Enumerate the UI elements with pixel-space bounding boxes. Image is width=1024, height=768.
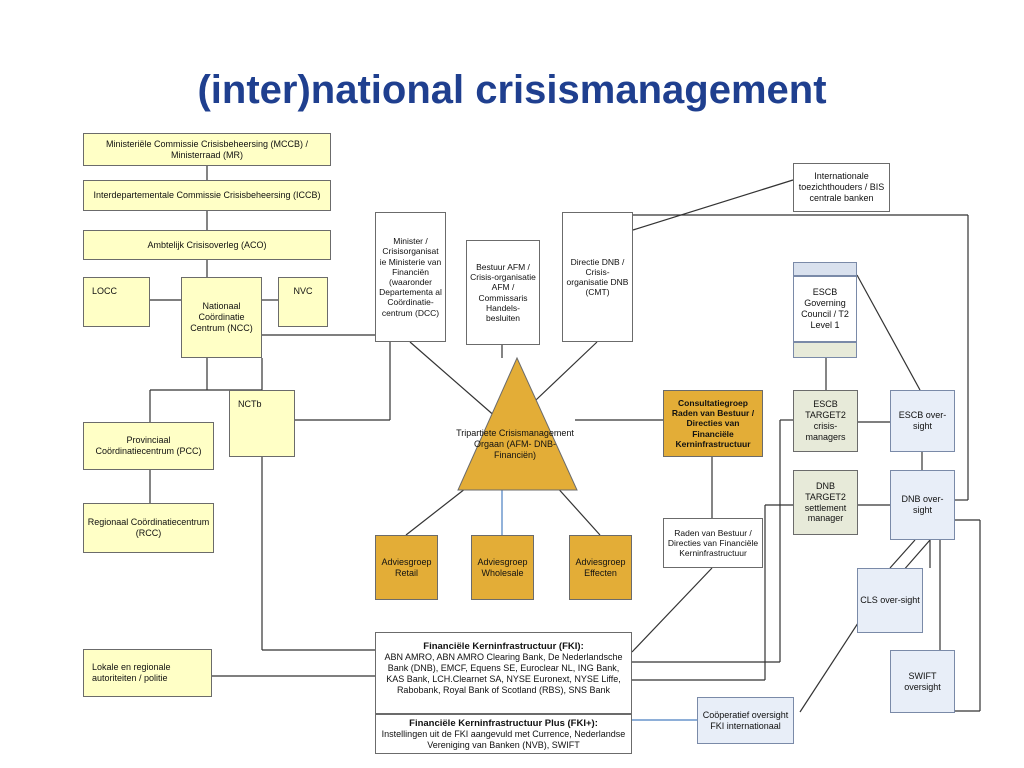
nvc-box: NVC (278, 277, 328, 327)
fki-plus-box: Financiële Kerninfrastructuur Plus (FKI+… (375, 714, 632, 754)
dnb-oversight-box: DNB over-sight (890, 470, 955, 540)
lokale-box: Lokale en regionale autoriteiten / polit… (83, 649, 212, 697)
fki-title: Financiële Kerninfrastructuur (FKI): (423, 641, 584, 652)
dnb-target2-box: DNB TARGET2 settlement manager (793, 470, 858, 535)
ncc-box: Nationaal Coördinatie Centrum (NCC) (181, 277, 262, 358)
nctb-box: NCTb (229, 390, 295, 457)
rcc-box: Regionaal Coördinatiecentrum (RCC) (83, 503, 214, 553)
bestuur-afm-box: Bestuur AFM / Crisis-organisatie AFM / C… (466, 240, 540, 345)
adviesgroep-wholesale-box: Adviesgroep Wholesale (471, 535, 534, 600)
escb-gc-header-band (793, 262, 857, 276)
mccb-box: Ministeriële Commissie Crisisbeheersing … (83, 133, 331, 166)
internationale-box: Internationale toezichthouders / BIS cen… (793, 163, 890, 212)
aco-box: Ambtelijk Crisisoverleg (ACO) (83, 230, 331, 260)
page-title: (inter)national crisismanagement (197, 68, 827, 112)
adviesgroep-effecten-box: Adviesgroep Effecten (569, 535, 632, 600)
pcc-box: Provinciaal Coördinatiecentrum (PCC) (83, 422, 214, 470)
raden-box: Raden van Bestuur / Directies van Financ… (663, 518, 763, 568)
tripartiete-triangle (457, 356, 578, 491)
fki-plus-body: Instellingen uit de FKI aangevuld met Cu… (381, 729, 626, 751)
iccb-box: Interdepartementale Commissie Crisisbehe… (83, 180, 331, 211)
fki-body: ABN AMRO, ABN AMRO Clearing Bank, De Ned… (384, 652, 623, 695)
consultatiegroep-box: Consultatiegroep Raden van Bestuur / Dir… (663, 390, 763, 457)
escb-gc-footer-band (793, 342, 857, 358)
escb-oversight-box: ESCB over-sight (890, 390, 955, 452)
directie-dnb-box: Directie DNB / Crisis-organisatie DNB (C… (562, 212, 633, 342)
escb-gc-box: ESCB Governing Council / T2 Level 1 (793, 276, 857, 342)
locc-box: LOCC (83, 277, 150, 327)
tripartiete-label: Tripartiete Crisismanagement Orgaan (AFM… (456, 428, 574, 460)
cooperatief-oversight-box: Coöperatief oversight FKI internationaal (697, 697, 794, 744)
swift-oversight-box: SWIFT oversight (890, 650, 955, 713)
minister-box: Minister / Crisisorganisat ie Ministerie… (375, 212, 446, 342)
cls-oversight-box: CLS over-sight (857, 568, 923, 633)
adviesgroep-retail-box: Adviesgroep Retail (375, 535, 438, 600)
fki-box: Financiële Kerninfrastructuur (FKI): ABN… (375, 632, 632, 714)
fki-plus-title: Financiële Kerninfrastructuur Plus (FKI+… (409, 718, 598, 729)
escb-target2-box: ESCB TARGET2 crisis-managers (793, 390, 858, 452)
